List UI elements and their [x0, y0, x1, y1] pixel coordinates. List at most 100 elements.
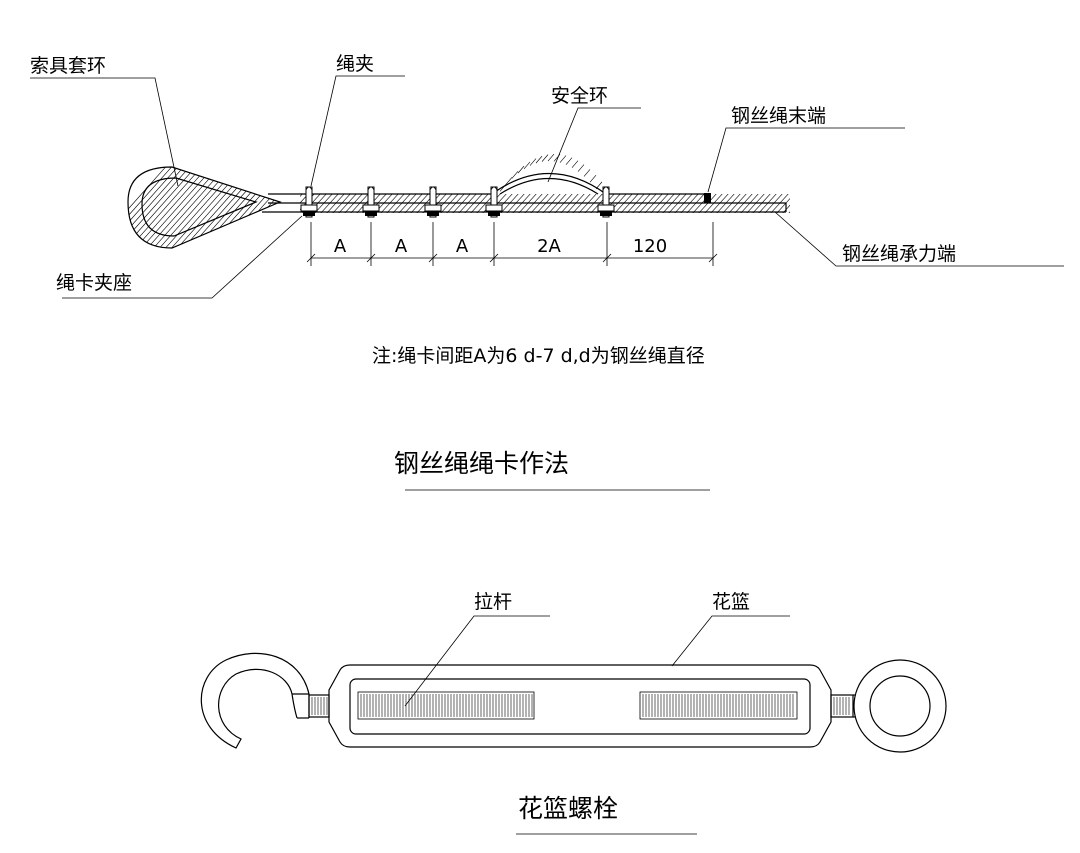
hatch-line — [583, 169, 591, 177]
clip-nut — [303, 211, 315, 216]
thimble-shape — [127, 166, 282, 249]
tie-rod-left — [357, 691, 535, 720]
hatch-line — [215, 167, 280, 248]
hatch-line — [209, 167, 280, 248]
hatch-line — [499, 184, 507, 192]
clip-nut — [365, 211, 377, 216]
hatch-line — [547, 153, 555, 162]
clip-nut — [488, 211, 500, 216]
rope-clip — [485, 186, 503, 218]
title-turnbuckle: 花篮螺栓 — [516, 794, 697, 835]
dimension-label: A — [456, 236, 469, 257]
callout-rope-load-end: 钢丝绳承力端 — [774, 211, 1064, 267]
dimension-tick — [489, 253, 499, 263]
dimension-tick — [708, 253, 718, 263]
hatch-line — [167, 167, 249, 248]
hatch-line — [511, 171, 519, 179]
hatch-line — [559, 155, 567, 163]
leader-line — [671, 615, 790, 667]
clip-saddle — [300, 204, 318, 212]
hatch-line — [197, 167, 279, 248]
dimension-tick — [602, 253, 612, 263]
hatch-line — [541, 154, 549, 162]
thimble-inner-outline — [141, 177, 258, 237]
dimension-label: A — [334, 236, 347, 257]
thimble-outer-outline — [127, 166, 282, 249]
right-screw-thread — [830, 694, 854, 718]
drawing-title: 钢丝绳绳卡作法 — [394, 449, 569, 478]
label-clip: 绳夹 — [336, 53, 374, 75]
hatch-line — [577, 164, 585, 172]
dimension-label: 2A — [537, 236, 561, 257]
hatch-line — [505, 177, 513, 185]
label-safety-loop: 安全环 — [551, 85, 608, 107]
label-thimble: 索具套环 — [30, 55, 106, 77]
label-turnbuckle-body: 花篮 — [712, 591, 750, 613]
leader-line — [310, 75, 405, 187]
callout-tie-rod: 拉杆 — [404, 591, 550, 707]
turnbuckle-detail: 拉杆 花篮 花篮螺栓 — [200, 591, 947, 835]
callout-turnbuckle-body: 花篮 — [671, 591, 790, 667]
hatch-line — [300, 194, 303, 197]
eye-outer-ring — [853, 659, 947, 753]
dimension-chain: A A A 2A 120 — [306, 222, 718, 266]
safety-loop — [491, 153, 607, 195]
callout-safety-loop: 安全环 — [547, 85, 641, 183]
hatch-line — [143, 167, 225, 248]
tie-rod-right — [639, 691, 798, 720]
rope-clip — [597, 186, 615, 218]
leader-line — [547, 107, 641, 183]
hook-neck-curve — [291, 693, 298, 719]
drawing-title: 花篮螺栓 — [518, 794, 618, 823]
callout-thimble: 索具套环 — [30, 55, 179, 187]
hatch-line — [128, 167, 195, 248]
leader-line — [707, 127, 905, 193]
label-rope-load-end: 钢丝绳承力端 — [842, 243, 956, 265]
hook-end — [200, 652, 310, 749]
clip-saddle — [485, 204, 503, 212]
hatch-line — [782, 204, 790, 213]
hatch-line — [191, 167, 273, 248]
spacing-note: 注:绳卡间距A为6 d-7 d,d为钢丝绳直径 — [372, 345, 705, 367]
clip-bolt-head — [602, 186, 610, 191]
callout-rope-tail-end: 钢丝绳末端 — [707, 105, 905, 193]
clip-nut — [600, 211, 612, 216]
label-rope-tail-end: 钢丝绳末端 — [731, 105, 826, 127]
leader-line — [404, 615, 550, 707]
hatch-line — [589, 175, 597, 183]
hatch-line — [517, 165, 525, 174]
rope-clips — [300, 186, 615, 218]
hatch-line — [523, 161, 531, 170]
turnbuckle-body-shape — [328, 664, 832, 748]
hatch-line — [794, 192, 814, 214]
hatch-line — [161, 167, 243, 248]
hatch-line — [565, 157, 573, 165]
clip-saddle — [362, 204, 380, 212]
rope-clip — [424, 186, 442, 218]
clip-bolt-head — [367, 186, 375, 191]
leader-line — [62, 215, 303, 299]
leader-line — [774, 211, 1064, 267]
hatch-line — [788, 211, 790, 213]
rope-body — [262, 192, 814, 214]
dimension-tick — [366, 253, 376, 263]
hatch-line — [595, 181, 603, 190]
hatch-line — [155, 167, 237, 248]
hatch-line — [571, 160, 579, 168]
hatch-line — [149, 167, 231, 248]
rope-clip — [362, 186, 380, 218]
body-window-outline — [349, 678, 811, 735]
leader-line — [30, 77, 179, 187]
dimension-label: 120 — [633, 236, 667, 257]
label-clip-saddle: 绳卡夹座 — [56, 272, 132, 294]
hatch-line — [173, 167, 255, 248]
body-outer-outline — [328, 664, 832, 748]
hatch-line — [529, 158, 537, 166]
rope-tail-end-mark — [704, 193, 711, 203]
clip-saddle — [597, 204, 615, 212]
left-screw-thread — [308, 694, 330, 718]
hatch-line — [128, 167, 177, 248]
hook-outline — [200, 652, 310, 749]
clip-bolt-head — [490, 186, 498, 191]
